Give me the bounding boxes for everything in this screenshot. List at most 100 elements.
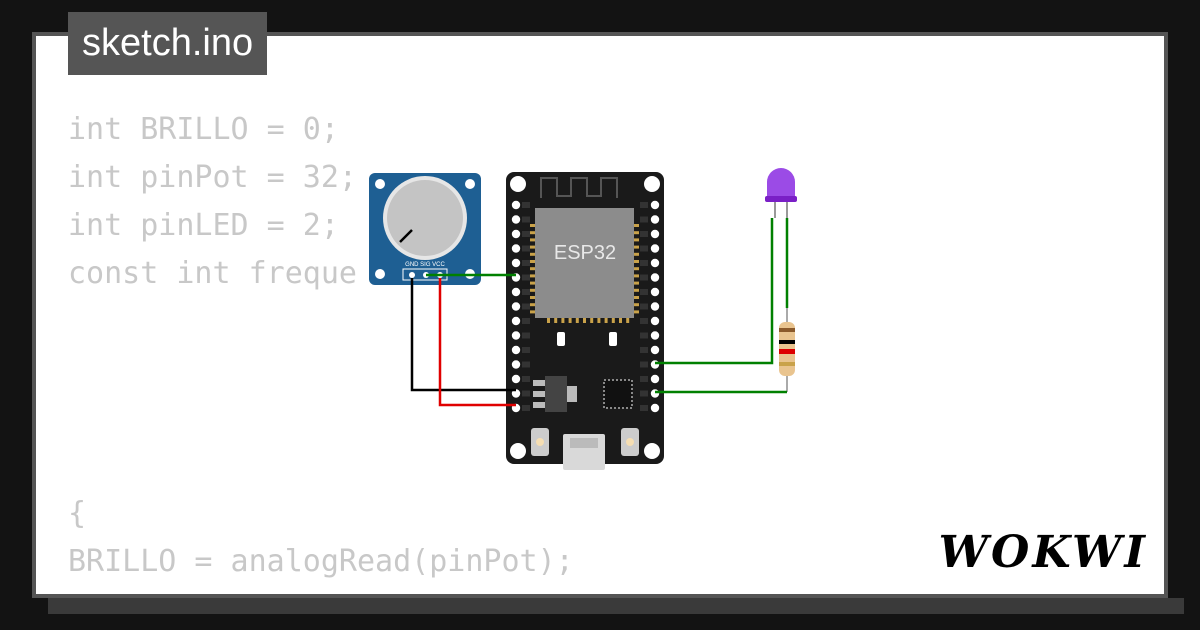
header-pin[interactable]: [650, 200, 660, 210]
pin-label-mark: [640, 289, 648, 295]
module-pad: [530, 231, 536, 235]
mount-hole: [510, 443, 526, 459]
header-pins-right: [640, 200, 660, 413]
header-pin[interactable]: [511, 316, 521, 326]
module-pad: [547, 317, 550, 323]
header-pin[interactable]: [511, 374, 521, 384]
pin-label-mark: [522, 361, 530, 368]
pin-label-mark: [640, 260, 648, 266]
pin-label-mark: [522, 289, 530, 295]
wires: [410, 218, 789, 407]
pin-label-mark: [640, 332, 648, 339]
header-pin[interactable]: [511, 258, 521, 268]
code-line: {: [68, 496, 87, 531]
module-pad: [530, 281, 536, 285]
module-pad: [530, 310, 536, 314]
header-pin[interactable]: [511, 345, 521, 355]
module-pins: [530, 224, 639, 323]
module-pad: [633, 252, 639, 256]
module-pad: [633, 303, 639, 307]
wokwi-logo: WOKWI: [938, 527, 1148, 578]
resistor-band: [779, 349, 795, 354]
esp32-board[interactable]: ESP32: [506, 172, 664, 470]
header-pin[interactable]: [650, 273, 660, 282]
led[interactable]: [765, 168, 797, 218]
mount-hole: [375, 179, 385, 189]
header-pin[interactable]: [511, 360, 521, 369]
header-pin[interactable]: [650, 244, 660, 253]
wire-pot-vcc-to-vin[interactable]: [438, 278, 516, 407]
header-pin[interactable]: [650, 403, 660, 413]
pot-pin-gnd[interactable]: [409, 272, 415, 278]
pin-label-mark: [522, 231, 530, 237]
module-pad: [561, 317, 565, 323]
pot-knob-indicator: [399, 229, 413, 243]
header-pin[interactable]: [650, 229, 660, 239]
module-pad: [604, 317, 608, 323]
pin-label-mark: [640, 318, 648, 324]
header-pin[interactable]: [511, 215, 521, 224]
wire-d2-to-led[interactable]: [655, 218, 774, 365]
smd-pad: [609, 332, 617, 346]
potentiometer[interactable]: GND SIG VCC: [369, 173, 481, 285]
header-pin[interactable]: [650, 316, 660, 326]
header-pin[interactable]: [650, 287, 660, 297]
pot-knob[interactable]: [387, 180, 463, 256]
mount-hole: [375, 269, 385, 279]
header-pin[interactable]: [650, 215, 660, 224]
resistor-band: [779, 328, 795, 332]
pin-label-mark: [522, 318, 530, 324]
resistor[interactable]: [779, 308, 795, 392]
pin-label-mark: [640, 274, 648, 281]
regulator-tab: [567, 386, 577, 402]
pin-label-mark: [522, 202, 530, 208]
led-rim: [765, 196, 797, 202]
header-pin[interactable]: [650, 302, 660, 311]
smd-pad: [557, 332, 565, 346]
regulator-pin: [533, 402, 545, 408]
module-pad: [530, 303, 536, 307]
header-pin[interactable]: [650, 389, 660, 398]
header-pin[interactable]: [650, 360, 660, 369]
pin-label-mark: [522, 390, 530, 397]
module-pad: [633, 224, 639, 227]
header-pin[interactable]: [650, 331, 660, 340]
module-pad: [568, 317, 572, 323]
file-tab[interactable]: sketch.ino: [68, 12, 268, 75]
code-line: int pinLED = 2;: [68, 208, 339, 243]
header-pin[interactable]: [511, 200, 521, 210]
header-pin[interactable]: [511, 244, 521, 253]
module-pad: [626, 317, 630, 323]
header-pin[interactable]: [511, 229, 521, 239]
mount-hole: [465, 179, 475, 189]
pin-label-mark: [640, 202, 648, 208]
module-pad: [633, 296, 639, 299]
header-pin[interactable]: [650, 258, 660, 268]
header-pin[interactable]: [650, 374, 660, 384]
usb-port-inner: [570, 438, 598, 448]
module-pad: [597, 317, 601, 323]
module-pad: [611, 317, 615, 323]
pin-label-mark: [522, 260, 530, 266]
module-pad: [530, 267, 536, 271]
header-pin[interactable]: [650, 345, 660, 355]
boot-button-cap: [626, 438, 634, 446]
regulator-pin: [533, 380, 545, 386]
header-pin[interactable]: [511, 302, 521, 311]
pin-label-mark: [640, 405, 648, 411]
regulator-pin: [533, 391, 545, 397]
pin-label-mark: [522, 376, 530, 382]
module-pad: [530, 245, 536, 249]
header-pin[interactable]: [511, 331, 521, 340]
mount-hole: [644, 443, 660, 459]
resistor-band: [779, 340, 795, 344]
wire-pot-gnd-to-gnd[interactable]: [410, 278, 516, 392]
en-button-cap: [536, 438, 544, 446]
header-pin[interactable]: [511, 389, 521, 398]
module-pad: [633, 245, 639, 249]
header-pin[interactable]: [511, 287, 521, 297]
module-pad: [633, 310, 639, 314]
pin-label-mark: [522, 274, 530, 281]
esp32-module: [535, 208, 634, 318]
